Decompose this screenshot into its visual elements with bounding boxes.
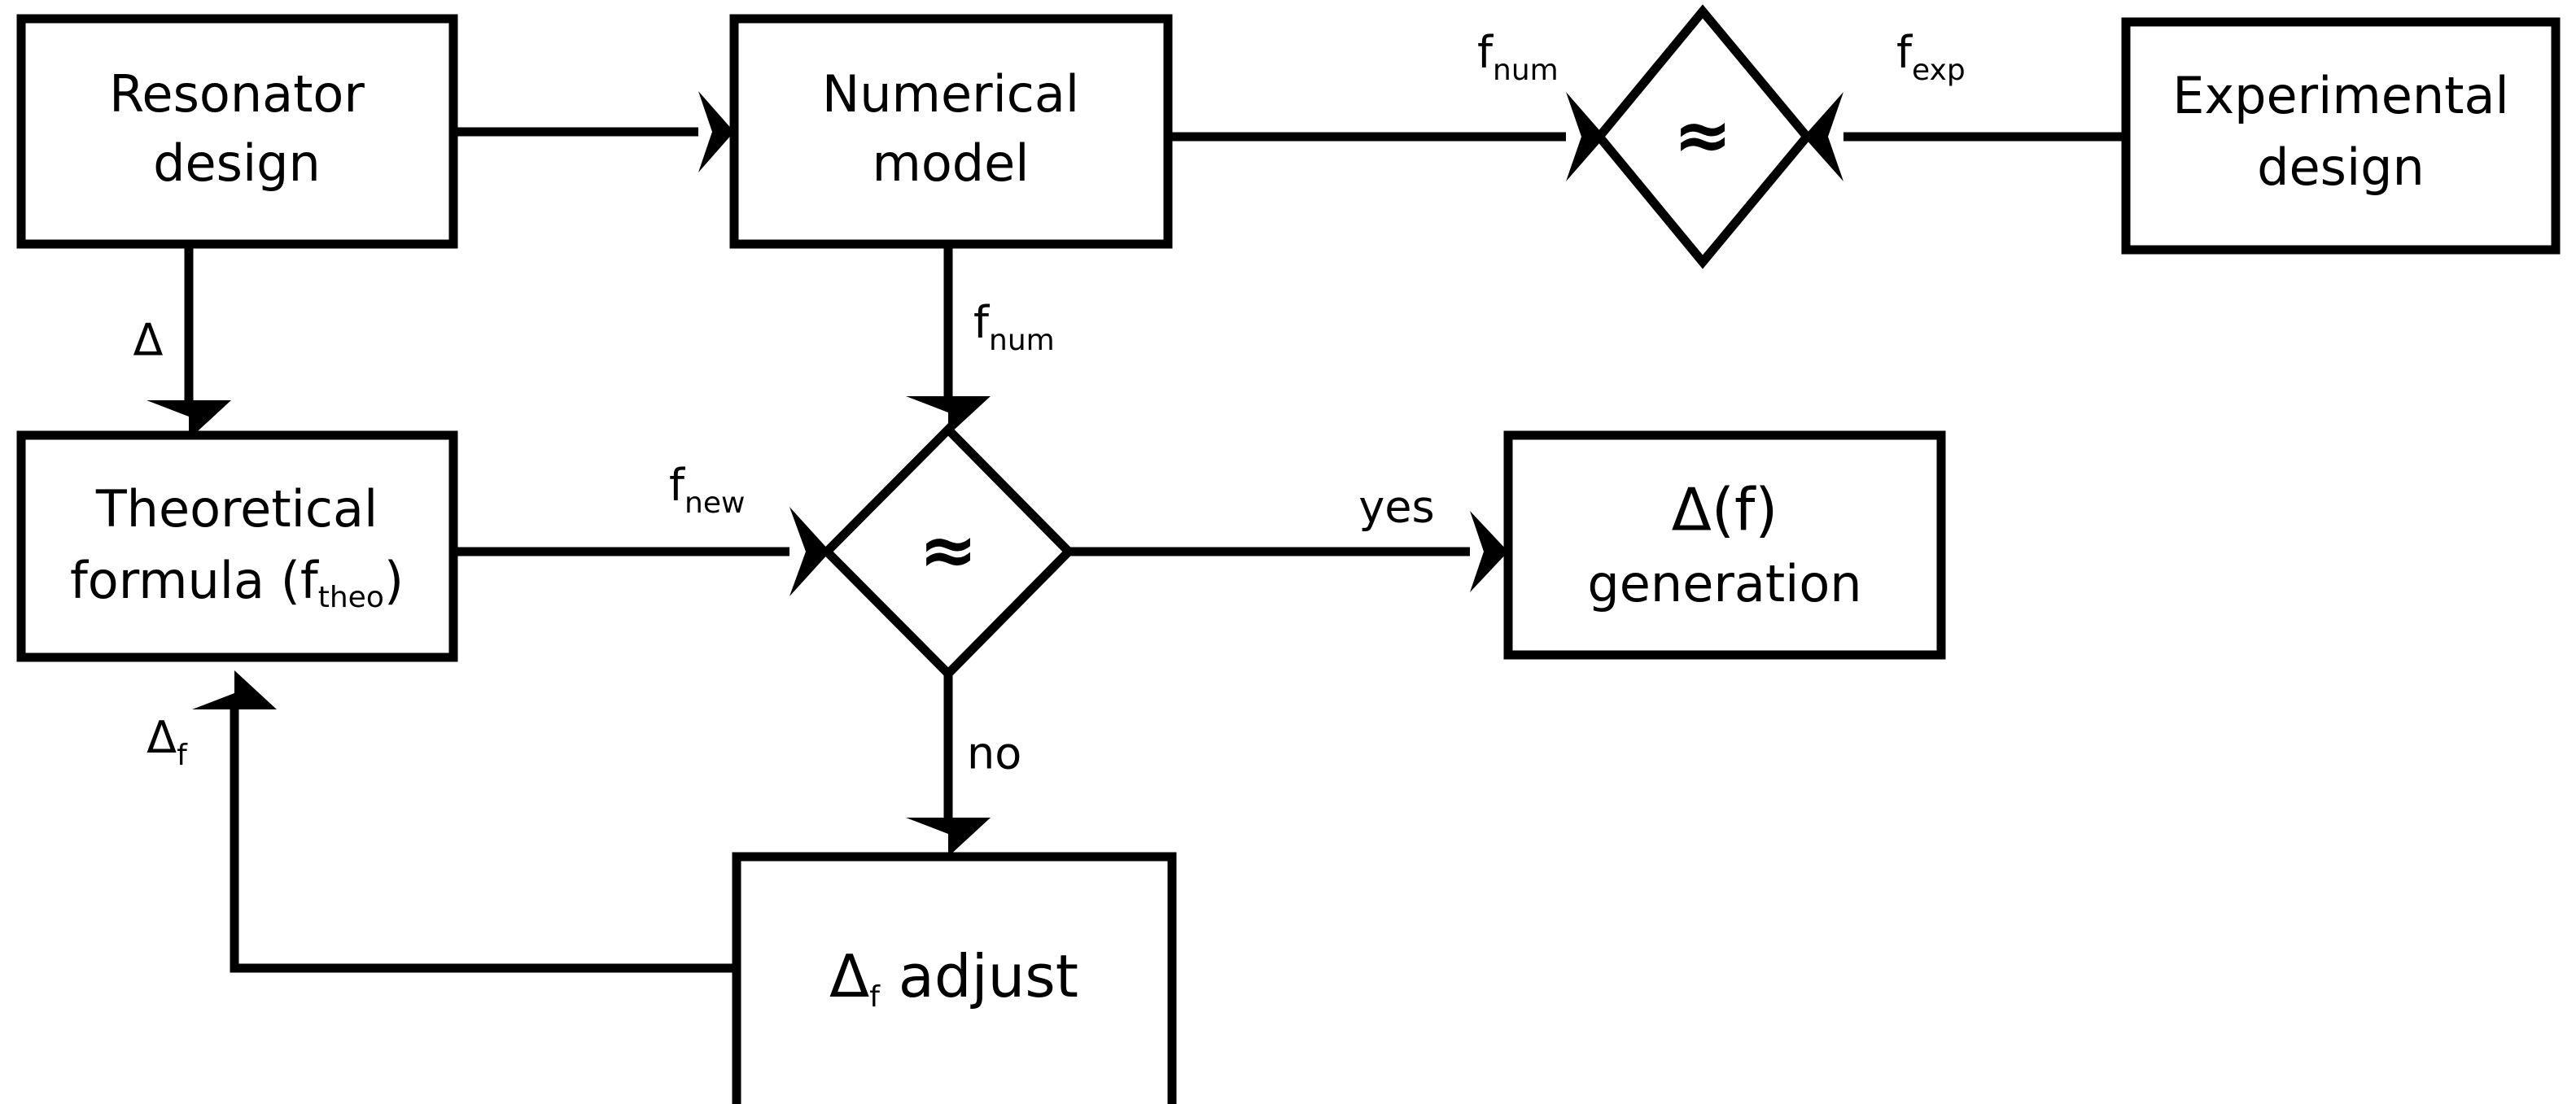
edge-label-main: f (669, 460, 686, 511)
node-resonator-design[interactable]: Resonator design (16, 14, 458, 249)
node-label-line2: generation (1587, 554, 1861, 613)
edge-label-sub: new (684, 487, 745, 520)
node-diamond-shape (820, 423, 1075, 680)
edge-label-sub: f (177, 739, 188, 772)
node-label: Δf adjust (829, 942, 1078, 1014)
approx-equal-icon: ≈ (919, 509, 977, 591)
node-box-shape (16, 14, 458, 249)
node-delta-f-adjust[interactable]: Δf adjust (732, 852, 1177, 1104)
node-label-line2: formula (ftheo) (70, 551, 404, 614)
node-numerical-model[interactable]: Numerical model (729, 14, 1173, 249)
edge-experimental-to-compare-top (1804, 92, 2126, 181)
edge-compare-bottom-to-adjust (906, 667, 991, 857)
edge-label-f-num-top: fnum (1477, 27, 1559, 87)
edge-theoretical-to-compare-bottom (453, 507, 830, 596)
node-experimental-design[interactable]: Experimental design (2121, 17, 2561, 255)
arrow-head-icon (192, 670, 277, 709)
node-diamond-shape (1593, 4, 1813, 269)
node-label-line2: design (153, 133, 321, 193)
edge-label-text: yes (1358, 482, 1434, 533)
edge-label-main: f (1477, 27, 1494, 78)
node-label-pre: Δ (829, 942, 869, 1010)
arrow-head-icon (1566, 92, 1605, 181)
arrow-head-icon (789, 507, 830, 596)
edge-label-text: fexp (1896, 27, 1966, 87)
edge-compare-bottom-to-generation (1066, 511, 1508, 592)
edge-adjust-to-theoretical (192, 670, 737, 973)
edge-resonator-to-numerical (453, 91, 734, 172)
node-box-shape (2121, 17, 2561, 255)
edge-label-delta: Δ (133, 315, 164, 366)
node-label-line2: model (872, 133, 1029, 193)
edge-label-text: Δf (147, 712, 188, 772)
edge-label-f-new: fnew (669, 460, 745, 520)
edge-label-sub: exp (1912, 54, 1966, 87)
node-delta-generation[interactable]: Δ(f) generation (1503, 430, 1946, 660)
node-compare-bottom[interactable]: ≈ (820, 423, 1075, 680)
arrow-head-icon (1470, 511, 1508, 592)
edge-label-text: fnew (669, 460, 745, 520)
arrow-head-icon (906, 818, 991, 857)
node-label-line2-pre: formula (f (70, 551, 320, 610)
node-label-post: adjust (880, 942, 1078, 1010)
node-theoretical-formula[interactable]: Theoretical formula (ftheo) (16, 430, 458, 662)
edge-label-f-num-bottom: fnum (973, 297, 1055, 357)
node-box-shape (732, 852, 1177, 1104)
edge-label-sub: num (1493, 54, 1559, 87)
node-label-line1: Numerical (822, 64, 1079, 124)
edge-label-f-exp: fexp (1896, 27, 1966, 87)
edge-line (230, 709, 737, 973)
edge-label-sub: num (989, 324, 1055, 357)
node-label-line2-sub: theo (318, 581, 384, 614)
edge-resonator-to-theoretical (147, 244, 231, 439)
edge-numerical-to-compare-bottom (906, 244, 991, 435)
edge-label-text: Δ (133, 315, 164, 366)
node-label-line2: design (2257, 137, 2425, 197)
edge-label-text: fnum (973, 297, 1055, 357)
edge-label-text: fnum (1477, 27, 1559, 87)
edge-label-text: no (967, 728, 1021, 779)
node-label-line1: Δ(f) (1672, 476, 1778, 544)
node-compare-top[interactable]: ≈ (1593, 4, 1813, 269)
node-label-line1: Resonator (109, 64, 365, 124)
arrow-head-icon (147, 400, 231, 439)
arrow-head-icon (1804, 92, 1843, 181)
arrow-head-icon (906, 396, 991, 435)
approx-equal-icon: ≈ (1673, 94, 1732, 176)
edge-label-main: Δ (147, 712, 177, 763)
node-box-shape (729, 14, 1173, 249)
node-box-shape (1503, 430, 1946, 660)
edge-label-yes: yes (1358, 482, 1434, 533)
node-label-line1: Theoretical (95, 479, 378, 539)
arrow-head-icon (698, 91, 734, 172)
edge-label-delta-f: Δf (147, 712, 188, 772)
node-box-shape (16, 430, 458, 662)
edge-label-no: no (967, 728, 1021, 779)
edge-label-main: f (1896, 27, 1913, 78)
edge-numerical-to-compare-top (1168, 92, 1605, 181)
node-label-sub: f (869, 980, 881, 1014)
edge-label-main: f (973, 297, 991, 348)
node-label-line1: Experimental (2172, 66, 2508, 125)
node-label-line2-post: ) (384, 551, 404, 610)
